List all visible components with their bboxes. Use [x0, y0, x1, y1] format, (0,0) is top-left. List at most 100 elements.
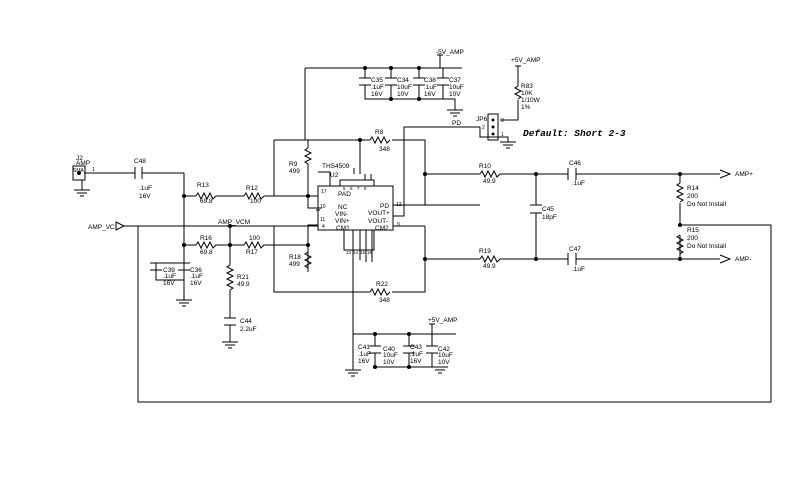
r8-ref: R8 — [375, 129, 384, 136]
net-amp-vcm: AMP_VCM — [218, 219, 250, 226]
ic-pin-num-17: 17 — [321, 189, 327, 195]
c38-rating: 16V — [424, 91, 436, 98]
ic-pin-vin-plus: VIN+ — [335, 218, 350, 225]
c44-value: 2.2uF — [240, 326, 257, 333]
c39-ref: C39 — [163, 267, 175, 274]
c45-value: 18pF — [542, 214, 557, 221]
r12-ref: R12 — [246, 185, 258, 192]
ic-pin-pd: PD — [380, 203, 389, 210]
jp6-pin-1: 1 — [501, 132, 504, 138]
r83-tol: 1% — [521, 104, 531, 111]
c41-value: .1uF — [358, 351, 371, 358]
net-arrow-icon — [115, 221, 126, 231]
c43-rating: 16V — [410, 358, 422, 365]
ic-pin-vout-plus: VOUT+ — [368, 210, 390, 217]
net-pos5v-amp-jumper: +5V_AMP — [511, 57, 540, 64]
capacitor-C34 — [385, 77, 397, 86]
resistor-R14 — [675, 182, 685, 203]
ground-icon — [432, 366, 448, 374]
c37-ref: C37 — [449, 77, 461, 84]
ic-pin-num-bot-15: 15 — [360, 250, 366, 255]
c48-rating: 16V — [139, 193, 151, 200]
r16-ref: R16 — [200, 235, 212, 242]
r13-value: 69.8 — [200, 198, 213, 205]
capacitor-C39 — [150, 262, 162, 271]
r22-value: 348 — [379, 297, 390, 304]
ic-pin-num-9: 9 — [397, 222, 400, 228]
connector-j2: J2 AMP SMA 1 — [72, 155, 95, 183]
c48-value: .1uF — [139, 185, 152, 192]
capacitor-C36 — [178, 262, 190, 271]
c39-rating: 16V — [163, 280, 175, 287]
c34-value: 10uF — [397, 84, 412, 91]
c42-rating: 10V — [438, 359, 450, 366]
net-arrow-icon — [719, 254, 732, 264]
jumper-icon — [487, 113, 499, 141]
resistor-R18 — [303, 251, 313, 272]
ic-pin-num-top-6: 6 — [350, 186, 353, 191]
r21-ref: R21 — [237, 274, 249, 281]
j2-pin: 1 — [92, 167, 95, 173]
net-amp-minus: AMP- — [735, 256, 751, 263]
net-neg5v-amp: -5V_AMP — [436, 49, 464, 56]
ground-symbols — [74, 109, 516, 377]
net-labels: -5V_AMP +5V_AMP +5V_AMP AMP_VC AMP_VCM P… — [88, 49, 753, 325]
c40-rating: 10V — [383, 359, 395, 366]
resistor-R17 — [243, 240, 265, 250]
j2-body: SMA — [73, 168, 85, 174]
capacitor-C44 — [224, 317, 236, 326]
r9-ref: R9 — [289, 161, 298, 168]
jp6-ref: JP6 — [476, 116, 488, 123]
c39-value: .1uF — [163, 273, 176, 280]
r83-power: 1/10W — [521, 97, 541, 104]
r14-ref: R14 — [687, 185, 699, 192]
r18-value: 499 — [289, 261, 300, 268]
c42-value: 10uF — [438, 352, 453, 359]
c40-value: 10uF — [383, 352, 398, 359]
net-amp-vc: AMP_VC — [88, 224, 115, 231]
wires — [84, 55, 772, 403]
ic-pin-vout-minus: VOUT- — [368, 218, 388, 225]
capacitor-C35 — [359, 77, 371, 86]
resistor-R16 — [195, 240, 217, 250]
c47-ref: C47 — [569, 246, 581, 253]
c41-ref: C41 — [358, 344, 370, 351]
ic-pin-num-4: 4 — [322, 224, 325, 230]
jp6-pin-2: 2 — [482, 125, 485, 131]
ic-top-stub — [339, 179, 375, 187]
ic-pin-vin-minus: VIN- — [335, 211, 348, 218]
c42-ref: C42 — [438, 346, 450, 353]
c36-value: .1uF — [190, 273, 203, 280]
r8-value: 348 — [379, 146, 390, 153]
capacitors — [134, 77, 577, 360]
ic-pin-num-top-7: 7 — [357, 186, 360, 191]
r19-ref: R19 — [479, 248, 491, 255]
junctions — [182, 66, 682, 369]
r15-note: Do Not Install — [687, 243, 727, 250]
c35-ref: C35 — [371, 77, 383, 84]
resistor-R83 — [513, 85, 523, 100]
capacitor-C48 — [134, 167, 143, 179]
ic-pin-num-bot-16: 16 — [367, 250, 373, 255]
ic-pin-cm2: CM2 — [375, 225, 389, 232]
r83-ref: R83 — [521, 83, 533, 90]
c34-ref: C34 — [397, 77, 409, 84]
ground-icon — [176, 299, 192, 307]
power-arrow-icon — [515, 65, 521, 68]
jumper-jp6: JP6 3 2 1 — [476, 113, 504, 141]
c38-ref: C38 — [424, 77, 436, 84]
ic-pin-num-12: 12 — [396, 202, 402, 208]
j2-ref: J2 — [76, 155, 83, 162]
r15-value: 200 — [687, 235, 698, 242]
c46-ref: C46 — [569, 160, 581, 167]
c40-ref: C40 — [383, 346, 395, 353]
resistor-R9 — [303, 147, 313, 168]
r9-value: 499 — [289, 168, 300, 175]
ground-icon — [447, 109, 463, 117]
j2-type: AMP — [76, 160, 90, 167]
jp6-pin-3: 3 — [501, 118, 504, 124]
r22-ref: R22 — [376, 281, 388, 288]
net-pd: PD — [452, 120, 461, 127]
c36-rating: 16V — [190, 280, 202, 287]
